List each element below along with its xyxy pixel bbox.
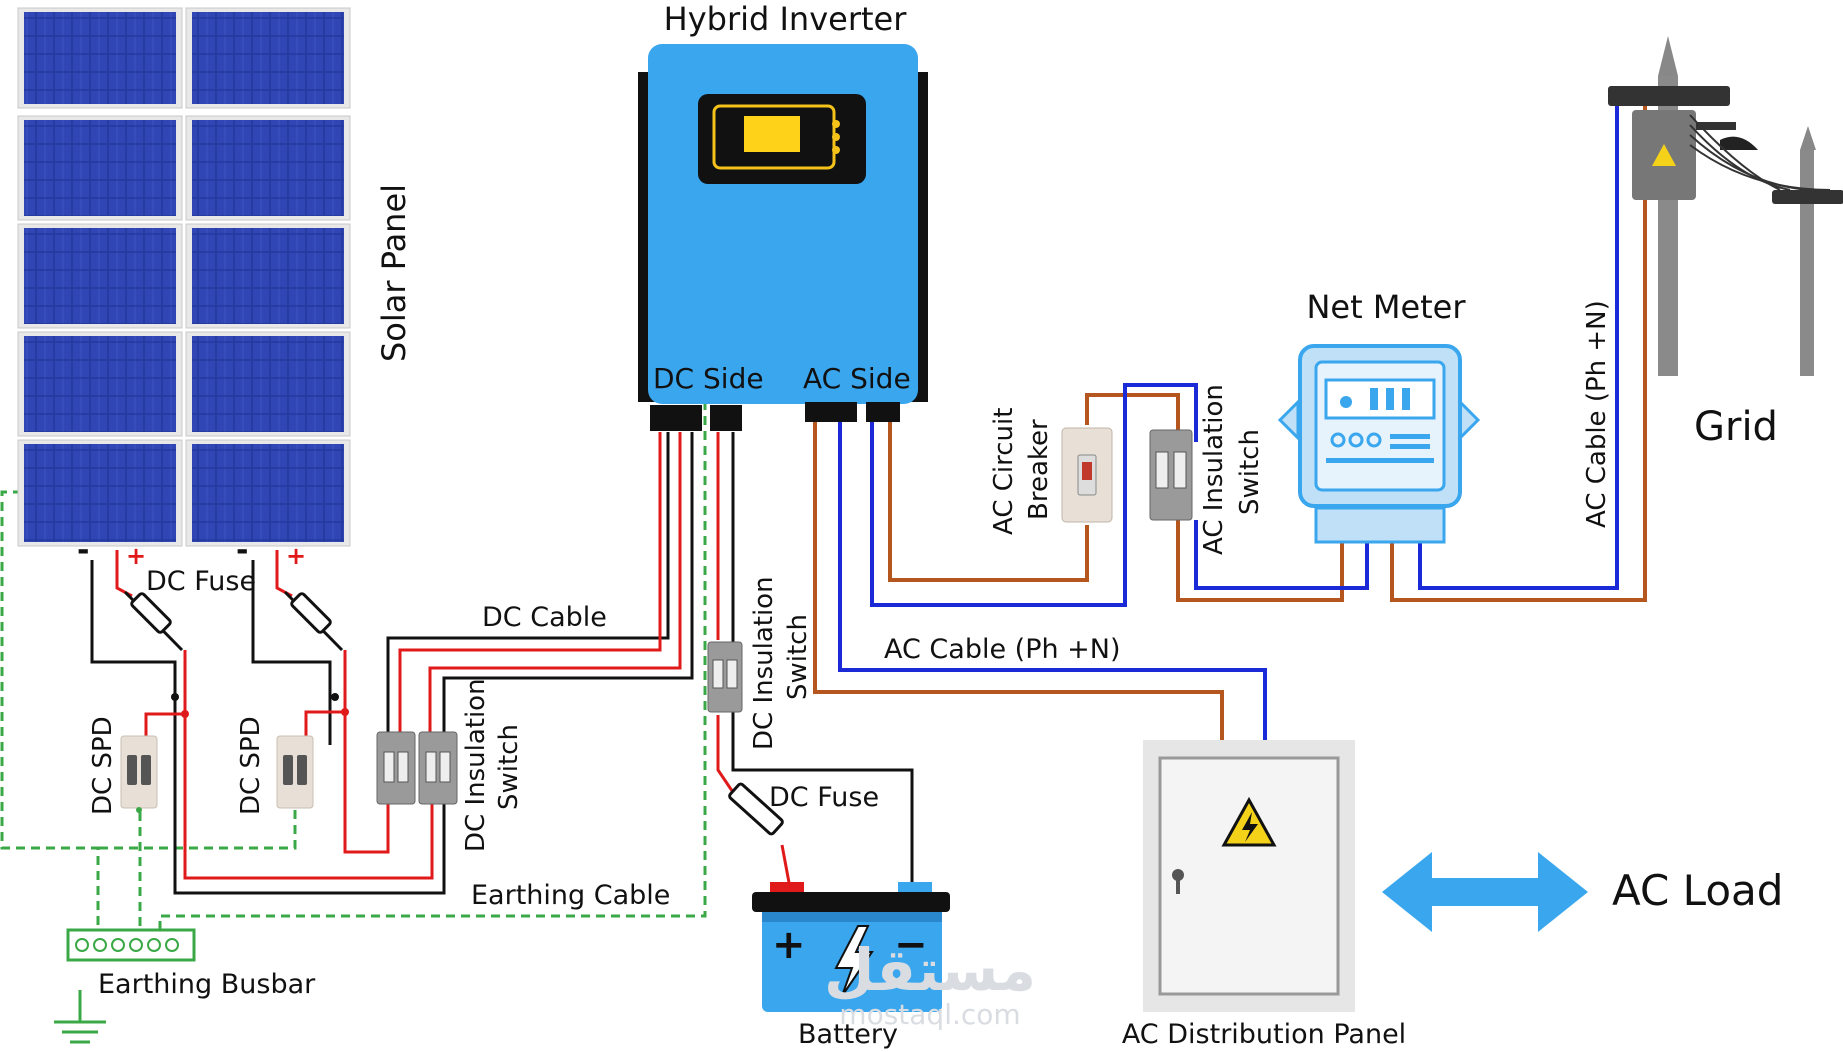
- dc-spd-1: [120, 735, 158, 813]
- dc-negative-wires: [90, 432, 914, 895]
- solar-panel-label: Solar Panel: [375, 184, 413, 362]
- high-voltage-warning-icon: [1221, 796, 1277, 847]
- dc-fuse-panel-1: [123, 590, 184, 652]
- ac-load-label: AC Load: [1612, 866, 1783, 915]
- earthing-cable-label: Earthing Cable: [471, 880, 670, 911]
- lightning-bolt-icon: [834, 925, 874, 997]
- ac-distribution-panel: [1143, 740, 1355, 1012]
- dc-insulation-switch-battery-label-2: Switch: [783, 614, 813, 700]
- dc-spd-1-label: DC SPD: [88, 716, 118, 815]
- watermark-url: mostaql.com: [839, 998, 1020, 1031]
- dc-insulation-switch-panel-label-1: DC Insulation: [461, 678, 491, 852]
- battery-label: Battery: [798, 1019, 898, 1050]
- ac-neutral-wires: [838, 88, 1619, 740]
- panel-plus-2: +: [286, 542, 306, 570]
- net-meter: [1277, 344, 1481, 544]
- dc-cable-label: DC Cable: [482, 602, 607, 633]
- battery-plus: +: [772, 922, 806, 968]
- hybrid-inverter-title: Hybrid Inverter: [664, 0, 908, 38]
- dc-spd-2: [276, 735, 314, 809]
- ground-symbol-icon: [54, 990, 106, 1044]
- dc-spd-2-label: DC SPD: [236, 716, 266, 815]
- ac-circuit-breaker-label-1: AC Circuit: [989, 408, 1019, 535]
- dc-positive-wires: [115, 432, 792, 889]
- dc-fuse-battery: [728, 782, 784, 836]
- dc-insulation-switch-panel-label-2: Switch: [494, 724, 524, 810]
- dc-fuse-panel-2: [283, 590, 344, 652]
- battery-minus: −: [894, 922, 928, 968]
- hybrid-inverter: [638, 44, 928, 431]
- dc-insulation-switch-panel: [376, 731, 458, 805]
- watermark-arabic: مستقل: [824, 936, 1036, 1004]
- ac-insulation-switch-label-1: AC Insulation: [1199, 384, 1229, 555]
- ac-cable-grid-label: AC Cable (Ph +N): [1582, 300, 1612, 528]
- grid-label: Grid: [1694, 404, 1778, 450]
- panel-minus-1: -: [77, 533, 89, 568]
- ac-side-label: AC Side: [803, 362, 911, 395]
- earthing-cable-wires: [0, 400, 707, 930]
- double-arrow-icon: [1382, 852, 1588, 932]
- solar-panel-array: [17, 7, 351, 547]
- ac-insulation-switch: [1149, 429, 1193, 521]
- dc-side-label: DC Side: [653, 362, 764, 395]
- ac-phase-wires: [813, 100, 1647, 740]
- net-meter-label: Net Meter: [1306, 288, 1466, 326]
- dc-insulation-switch-battery: [707, 641, 743, 713]
- ac-insulation-switch-label-2: Switch: [1235, 429, 1265, 515]
- ac-distribution-panel-label: AC Distribution Panel: [1122, 1019, 1406, 1050]
- panel-minus-2: -: [236, 533, 248, 568]
- battery: [752, 882, 950, 1012]
- panel-plus-1: +: [126, 542, 146, 570]
- ac-circuit-breaker: [1061, 427, 1113, 523]
- utility-pole-icon: [1608, 36, 1843, 376]
- dc-insulation-switch-battery-label-1: DC Insulation: [749, 576, 779, 750]
- ac-cable-load-label: AC Cable (Ph +N): [884, 634, 1121, 665]
- dc-fuse-panel-label: DC Fuse: [146, 566, 256, 597]
- ac-circuit-breaker-label-2: Breaker: [1024, 419, 1054, 520]
- dc-fuse-battery-label: DC Fuse: [769, 782, 879, 813]
- earthing-busbar: [66, 928, 196, 962]
- earthing-busbar-label: Earthing Busbar: [98, 969, 316, 1000]
